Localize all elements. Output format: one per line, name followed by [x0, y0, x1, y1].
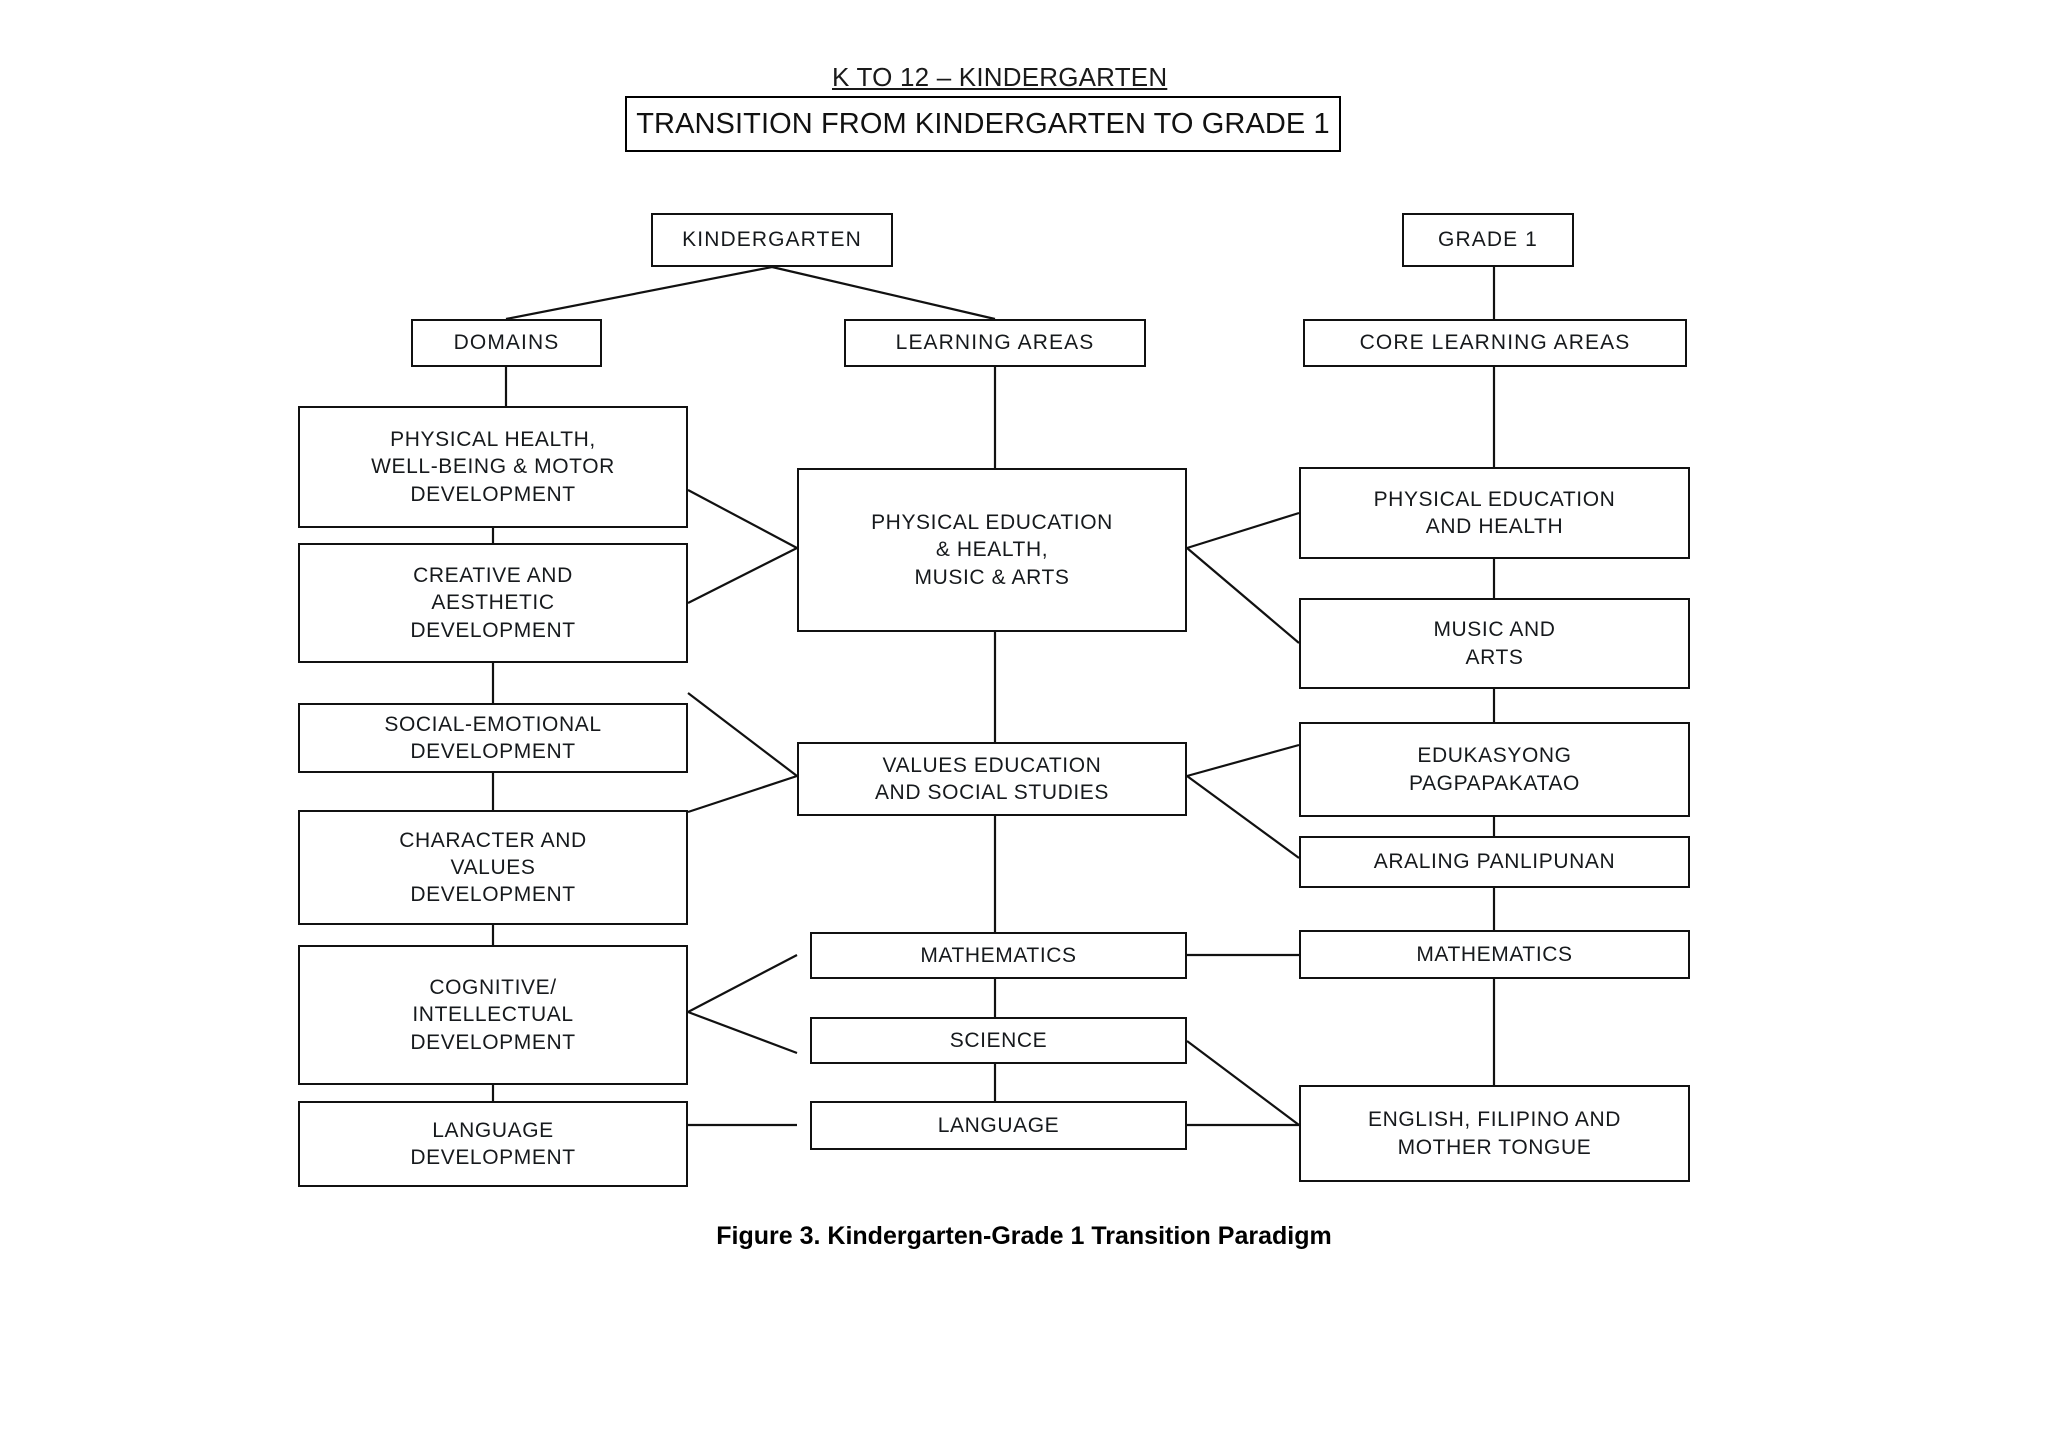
column-header-learning-areas[interactable]: LEARNING AREAS — [844, 319, 1146, 367]
learning-area-box-pe-health-music-arts[interactable]: PHYSICAL EDUCATION & HEALTH, MUSIC & ART… — [797, 468, 1187, 632]
diagram-title-box: TRANSITION FROM KINDERGARTEN TO GRADE 1 — [625, 96, 1341, 152]
domain-label-physical-health: PHYSICAL HEALTH, WELL-BEING & MOTOR DEVE… — [371, 428, 615, 506]
document-kicker: K TO 12 – KINDERGARTEN — [832, 62, 1168, 92]
learning-area-box-mathematics[interactable]: MATHEMATICS — [810, 932, 1187, 979]
root-node-kindergarten[interactable]: KINDERGARTEN — [651, 213, 893, 267]
domain-box-cognitive-intellectual[interactable]: COGNITIVE/ INTELLECTUAL DEVELOPMENT — [298, 945, 688, 1085]
core-learning-area-box-mathematics[interactable]: MATHEMATICS — [1299, 930, 1690, 979]
figure-caption: Figure 3. Kindergarten-Grade 1 Transitio… — [716, 1222, 1332, 1250]
core-learning-area-box-edukasyong-pagpapakatao[interactable]: EDUKASYONG PAGPAPAKATAO — [1299, 722, 1690, 817]
domain-label-cognitive-intellectual: COGNITIVE/ INTELLECTUAL DEVELOPMENT — [410, 976, 576, 1054]
column-header-domains[interactable]: DOMAINS — [411, 319, 602, 367]
core-learning-area-label-music-and-arts: MUSIC AND ARTS — [1433, 618, 1556, 669]
domain-box-creative-aesthetic[interactable]: CREATIVE AND AESTHETIC DEVELOPMENT — [298, 543, 688, 663]
learning-area-label-science: SCIENCE — [949, 1028, 1048, 1052]
learning-area-box-language[interactable]: LANGUAGE — [810, 1101, 1187, 1150]
domain-label-character-values: CHARACTER AND VALUES DEVELOPMENT — [399, 828, 587, 907]
column-header-domains-label: DOMAINS — [453, 331, 560, 355]
domain-box-physical-health[interactable]: PHYSICAL HEALTH, WELL-BEING & MOTOR DEVE… — [298, 406, 688, 528]
diagram-title: TRANSITION FROM KINDERGARTEN TO GRADE 1 — [636, 107, 1330, 140]
core-learning-area-label-english-filipino-mother-tongue: ENGLISH, FILIPINO AND MOTHER TONGUE — [1368, 1108, 1621, 1159]
learning-area-label-mathematics: MATHEMATICS — [920, 943, 1077, 967]
domain-box-language[interactable]: LANGUAGE DEVELOPMENT — [298, 1101, 688, 1187]
core-learning-area-box-araling-panlipunan[interactable]: ARALING PANLIPUNAN — [1299, 836, 1690, 888]
column-header-core-learning-areas[interactable]: CORE LEARNING AREAS — [1303, 319, 1687, 367]
column-header-core-learning-areas-label: CORE LEARNING AREAS — [1359, 331, 1631, 355]
core-learning-area-label-mathematics: MATHEMATICS — [1416, 942, 1573, 966]
core-learning-area-box-pe-and-health[interactable]: PHYSICAL EDUCATION AND HEALTH — [1299, 467, 1690, 559]
learning-area-label-pe-health-music-arts: PHYSICAL EDUCATION & HEALTH, MUSIC & ART… — [871, 511, 1113, 589]
core-learning-area-label-pe-and-health: PHYSICAL EDUCATION AND HEALTH — [1373, 487, 1616, 538]
domain-box-character-values[interactable]: CHARACTER AND VALUES DEVELOPMENT — [298, 810, 688, 925]
learning-area-label-language: LANGUAGE — [937, 1113, 1060, 1137]
learning-area-label-values-social-studies: VALUES EDUCATION AND SOCIAL STUDIES — [874, 753, 1110, 804]
domain-label-creative-aesthetic: CREATIVE AND AESTHETIC DEVELOPMENT — [410, 564, 576, 642]
column-header-learning-areas-label: LEARNING AREAS — [895, 331, 1095, 355]
learning-area-box-science[interactable]: SCIENCE — [810, 1017, 1187, 1064]
core-learning-area-label-edukasyong-pagpapakatao: EDUKASYONG PAGPAPAKATAO — [1409, 744, 1580, 795]
core-learning-area-box-english-filipino-mother-tongue[interactable]: ENGLISH, FILIPINO AND MOTHER TONGUE — [1299, 1085, 1690, 1182]
domain-box-social-emotional[interactable]: SOCIAL-EMOTIONAL DEVELOPMENT — [298, 703, 688, 773]
domain-label-language: LANGUAGE DEVELOPMENT — [410, 1118, 576, 1169]
core-learning-area-label-araling-panlipunan: ARALING PANLIPUNAN — [1373, 850, 1616, 874]
domain-label-social-emotional: SOCIAL-EMOTIONAL DEVELOPMENT — [384, 712, 602, 763]
root-node-kindergarten-label: KINDERGARTEN — [682, 228, 862, 252]
core-learning-area-box-music-and-arts[interactable]: MUSIC AND ARTS — [1299, 598, 1690, 689]
root-node-grade1-label: GRADE 1 — [1438, 228, 1538, 252]
learning-area-box-values-social-studies[interactable]: VALUES EDUCATION AND SOCIAL STUDIES — [797, 742, 1187, 816]
root-node-grade1[interactable]: GRADE 1 — [1402, 213, 1574, 267]
